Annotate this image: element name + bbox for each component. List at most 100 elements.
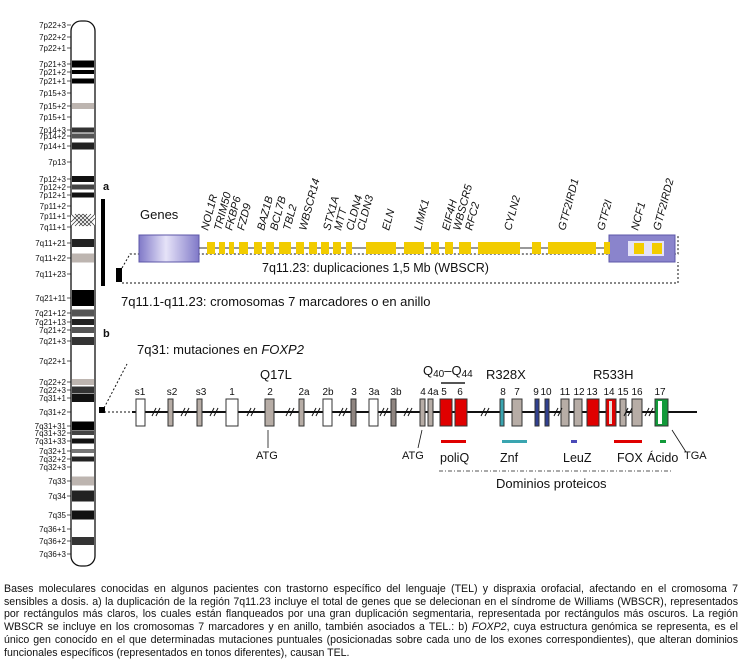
- gene-block: [309, 242, 317, 254]
- foxp2-title: 7q31: mutaciones en FOXP2: [137, 342, 305, 357]
- band-label: 7q21+3: [39, 337, 66, 346]
- exon-number-label: 3b: [390, 387, 402, 398]
- exon-number-label: 4: [420, 387, 426, 398]
- band-label: 7q33: [48, 477, 66, 486]
- atg-label-1: ATG: [256, 450, 278, 462]
- band-label: 7p21+3: [39, 60, 66, 69]
- chromosome-band: [72, 421, 94, 431]
- exon-block: [264, 398, 275, 427]
- gene-name-label: ELN: [380, 208, 397, 232]
- gene-block: [239, 242, 248, 254]
- band-label: 7q22+1: [39, 357, 66, 366]
- gene-block: [207, 242, 215, 254]
- centromere-hatch: [70, 213, 96, 227]
- band-label: 7q31+31: [35, 422, 67, 431]
- band-label: 7p15+1: [39, 113, 66, 122]
- exon-block: [225, 398, 239, 427]
- chromosome-band: [72, 449, 94, 453]
- mutation-q40-q44: Q40–Q44: [423, 363, 473, 380]
- gene-name-label: GTF2I: [595, 199, 615, 232]
- exon-block: [439, 398, 453, 427]
- chromosome-band: [72, 239, 94, 247]
- wbscr-region-box: [116, 268, 122, 282]
- panel-b-letter: b: [103, 328, 110, 340]
- band-label: 7p12+3: [39, 175, 66, 184]
- chromosome-band: [72, 290, 94, 306]
- atg-pointer-2: [417, 429, 423, 449]
- band-label: 7p22+3: [39, 21, 66, 30]
- gene-block: [333, 242, 341, 254]
- domain-leuz-label: LeuZ: [563, 451, 592, 465]
- band-label: 7p12+2: [39, 183, 66, 192]
- marker-region-bar: [101, 199, 105, 286]
- exon-number-label: 14: [603, 387, 615, 398]
- intron-break: [155, 407, 161, 417]
- duplication-label: 7q11.23: duplicaciones 1,5 Mb (WBSCR): [262, 261, 489, 275]
- chromosome-band: [72, 438, 94, 444]
- chromosome-band: [72, 192, 94, 198]
- foxp2-zoom-lines: [103, 363, 128, 409]
- chromosome-band: [72, 127, 94, 133]
- genes-label: Genes: [140, 207, 179, 222]
- exon-number-label: 15: [617, 387, 629, 398]
- chromosome-7-ideogram: 7p22+37p22+27p22+17p21+37p21+27p21+17p15…: [35, 20, 96, 567]
- band-label: 7q11+23: [35, 270, 66, 279]
- exon-block: [619, 398, 627, 427]
- exon-number-label: s2: [167, 387, 178, 398]
- gene-name-label: WBSCR14: [297, 177, 322, 231]
- gene-block: [634, 243, 644, 254]
- tga-label: TGA: [684, 450, 707, 462]
- exon-block: [560, 398, 570, 427]
- gene-name-label: NCF1: [629, 201, 648, 232]
- mutation-q40-sub: 40: [433, 369, 445, 380]
- exon-number-label: 6: [457, 387, 463, 398]
- exon-number-label: 10: [540, 387, 552, 398]
- gene-block: [366, 242, 396, 254]
- exon-number-label: 16: [631, 387, 643, 398]
- chromosome-band: [72, 510, 94, 520]
- band-label: 7p13: [48, 158, 66, 167]
- mutation-r328x: R328X: [486, 367, 526, 382]
- band-label: 7p14+2: [39, 132, 66, 141]
- intron-break: [557, 407, 563, 417]
- intron-break: [180, 407, 186, 417]
- exon-number-label: 2: [267, 387, 273, 398]
- domain-bar-leuz: [571, 440, 577, 443]
- exon-block: [196, 398, 203, 427]
- intron-break: [250, 407, 256, 417]
- band-label: 7q21+12: [35, 309, 67, 318]
- domain-fox-label: FOX: [617, 451, 643, 465]
- gene-block: [445, 242, 453, 254]
- intron-break: [246, 407, 252, 417]
- band-label: 7q21+11: [35, 294, 66, 303]
- exon-number-label: s3: [196, 387, 207, 398]
- band-label: 7p14+1: [39, 142, 66, 151]
- exon-block: [390, 398, 397, 427]
- mutation-q44-sub: 44: [462, 369, 474, 380]
- band-label: 7q11+1: [40, 223, 67, 232]
- gene-block: [652, 243, 662, 254]
- band-label: 7q31+33: [35, 437, 67, 446]
- chromosome-band: [72, 476, 94, 486]
- caption-gene: FOXP2: [471, 621, 507, 634]
- panel-a-letter: a: [103, 181, 110, 193]
- chromosome-band: [72, 78, 94, 84]
- chromosome-band: [72, 184, 94, 190]
- gene-block: [459, 242, 471, 254]
- band-label: 7p14+3: [39, 126, 66, 135]
- exon-block: [419, 398, 426, 427]
- domains-title: Dominios proteicos: [496, 476, 607, 491]
- gene-block: [296, 242, 304, 254]
- gene-block: [266, 242, 274, 254]
- domain-bar-poliq: [441, 440, 466, 443]
- exon-number-label: 3: [351, 387, 357, 398]
- intron-break: [644, 407, 650, 417]
- band-label: 7q31+2: [39, 408, 66, 417]
- exon-stripe: [658, 401, 662, 424]
- gene-block: [321, 242, 329, 254]
- band-label: 7q21+2: [39, 326, 66, 335]
- figure-diagram: 7p22+37p22+27p22+17p21+37p21+27p21+17p15…: [35, 20, 707, 567]
- gene-block: [431, 242, 439, 254]
- chromosome-band: [72, 337, 94, 345]
